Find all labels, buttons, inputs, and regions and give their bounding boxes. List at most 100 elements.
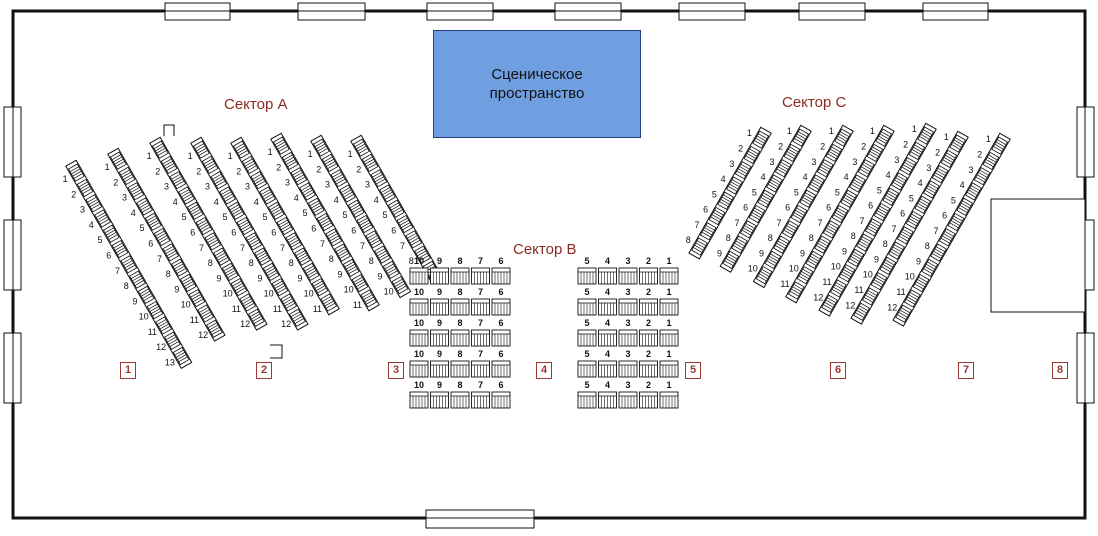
- seat[interactable]: [726, 176, 743, 195]
- seat[interactable]: [598, 391, 617, 409]
- seat[interactable]: [339, 184, 356, 203]
- seat[interactable]: [743, 145, 761, 165]
- seat[interactable]: [903, 289, 921, 308]
- door-5[interactable]: 5: [685, 362, 701, 379]
- seat[interactable]: [227, 201, 245, 220]
- seat[interactable]: [188, 289, 206, 308]
- seat[interactable]: [790, 204, 808, 224]
- seat[interactable]: [307, 197, 325, 216]
- seat[interactable]: [153, 227, 171, 247]
- seat[interactable]: [178, 186, 195, 205]
- seat[interactable]: [699, 222, 717, 241]
- seat[interactable]: [805, 250, 823, 269]
- seat[interactable]: [259, 186, 276, 205]
- seat[interactable]: [491, 298, 511, 316]
- seat[interactable]: [450, 391, 470, 409]
- seat[interactable]: [102, 224, 120, 243]
- seat[interactable]: [471, 298, 490, 316]
- seat[interactable]: [250, 171, 268, 190]
- seat[interactable]: [882, 187, 900, 206]
- seat[interactable]: [691, 237, 708, 256]
- seat[interactable]: [233, 140, 250, 159]
- seat[interactable]: [94, 209, 111, 228]
- seat[interactable]: [361, 153, 379, 173]
- seat[interactable]: [120, 255, 138, 274]
- seat[interactable]: [353, 138, 370, 157]
- seat[interactable]: [659, 391, 679, 409]
- seat[interactable]: [267, 201, 285, 220]
- seat[interactable]: [360, 289, 378, 308]
- seat[interactable]: [739, 220, 757, 239]
- seat[interactable]: [598, 298, 617, 316]
- seat[interactable]: [639, 267, 658, 285]
- seat[interactable]: [320, 293, 338, 312]
- seat[interactable]: [195, 216, 213, 236]
- seat[interactable]: [849, 174, 866, 193]
- seat[interactable]: [921, 258, 939, 277]
- seat[interactable]: [409, 329, 429, 347]
- seat[interactable]: [239, 293, 257, 312]
- seat[interactable]: [831, 204, 849, 224]
- seat[interactable]: [639, 360, 658, 378]
- seat[interactable]: [814, 235, 831, 254]
- seat[interactable]: [491, 267, 511, 285]
- seat[interactable]: [577, 391, 597, 409]
- seat[interactable]: [430, 329, 449, 347]
- seat[interactable]: [356, 214, 374, 234]
- seat[interactable]: [766, 174, 783, 193]
- seat[interactable]: [471, 267, 490, 285]
- seat[interactable]: [162, 243, 180, 262]
- seat[interactable]: [281, 151, 299, 171]
- seat[interactable]: [387, 199, 405, 218]
- seat[interactable]: [365, 230, 383, 249]
- seat[interactable]: [799, 189, 817, 208]
- seat[interactable]: [160, 155, 178, 175]
- seat[interactable]: [409, 391, 429, 409]
- seat[interactable]: [792, 128, 809, 147]
- seat[interactable]: [808, 174, 825, 193]
- seat[interactable]: [731, 235, 748, 254]
- seat[interactable]: [931, 165, 949, 184]
- seat[interactable]: [370, 169, 388, 188]
- seat[interactable]: [973, 167, 991, 186]
- seat[interactable]: [717, 191, 735, 210]
- seat[interactable]: [136, 197, 153, 216]
- seat[interactable]: [299, 182, 316, 201]
- seat[interactable]: [982, 151, 1000, 171]
- seat[interactable]: [796, 266, 814, 285]
- seat[interactable]: [917, 126, 934, 145]
- seat[interactable]: [206, 319, 223, 338]
- seat[interactable]: [471, 391, 490, 409]
- seat[interactable]: [708, 206, 726, 226]
- seat[interactable]: [875, 128, 892, 147]
- seat[interactable]: [342, 258, 360, 277]
- seat[interactable]: [856, 233, 873, 252]
- seat[interactable]: [405, 230, 423, 249]
- seat[interactable]: [639, 391, 658, 409]
- seat[interactable]: [947, 212, 965, 232]
- seat[interactable]: [289, 308, 306, 327]
- door-3[interactable]: 3: [388, 362, 404, 379]
- seat[interactable]: [186, 201, 204, 220]
- seat[interactable]: [940, 149, 958, 169]
- seat[interactable]: [197, 304, 215, 323]
- seat[interactable]: [330, 169, 348, 188]
- seat[interactable]: [210, 171, 228, 190]
- seat[interactable]: [414, 245, 431, 264]
- seat[interactable]: [169, 171, 187, 190]
- seat[interactable]: [618, 391, 638, 409]
- seat[interactable]: [757, 189, 775, 208]
- seat[interactable]: [949, 134, 966, 153]
- seat[interactable]: [111, 239, 129, 259]
- seat[interactable]: [248, 308, 265, 327]
- seat[interactable]: [618, 329, 638, 347]
- seat[interactable]: [577, 360, 597, 378]
- seat[interactable]: [430, 360, 449, 378]
- seat[interactable]: [391, 276, 409, 295]
- seat[interactable]: [118, 166, 136, 186]
- seat[interactable]: [155, 316, 173, 335]
- seat[interactable]: [68, 163, 85, 182]
- seat[interactable]: [764, 250, 782, 269]
- seat[interactable]: [396, 214, 414, 234]
- seat[interactable]: [254, 247, 271, 266]
